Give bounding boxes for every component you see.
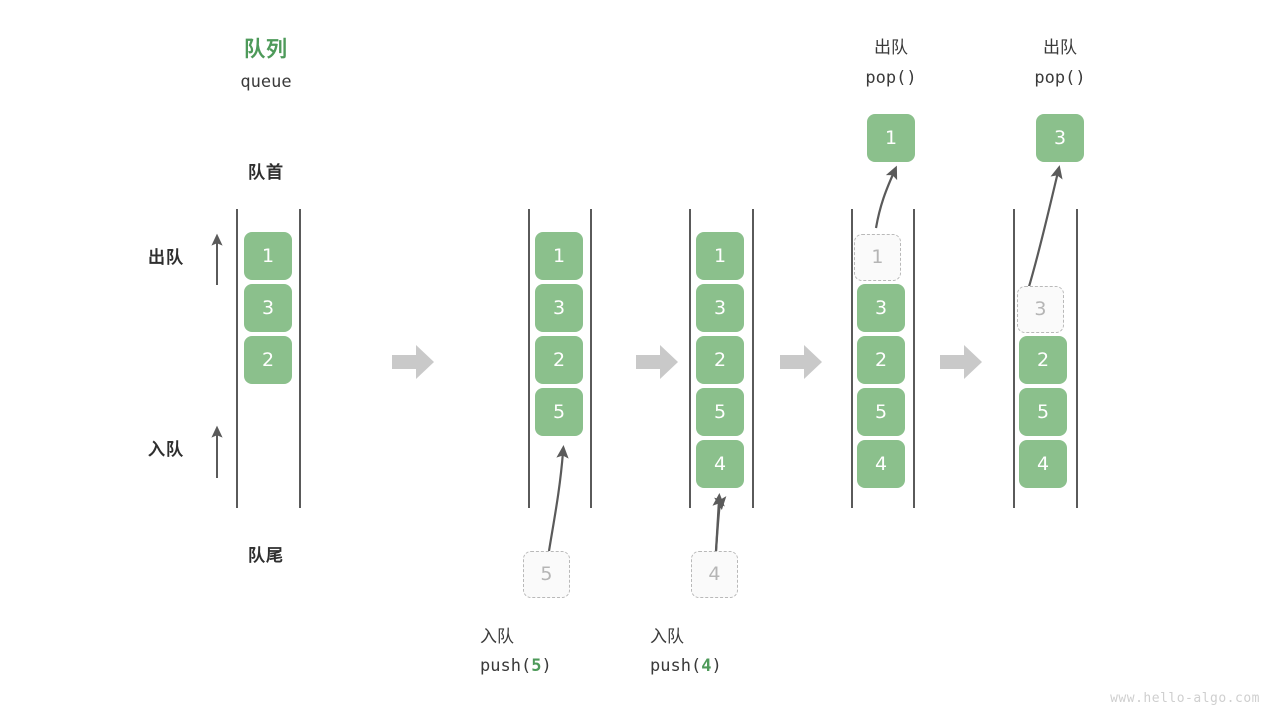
page-subtitle: queue xyxy=(240,72,292,92)
watermark: www.hello-algo.com xyxy=(1110,691,1260,706)
push-4-arrow xyxy=(712,492,727,552)
operation-label-cn: 入队 xyxy=(650,627,684,646)
queue-cell: 5 xyxy=(857,388,905,436)
op-code-prefix: push( xyxy=(480,656,532,676)
queue-cell: 1 xyxy=(696,232,744,280)
queue-rail-right xyxy=(299,209,301,508)
enqueue-direction-label: 入队 xyxy=(148,440,184,459)
operation-label-cn: 出队 xyxy=(874,38,908,57)
op-code-value: 5 xyxy=(531,656,542,676)
operation-label-cn: 出队 xyxy=(1043,38,1077,57)
popped-value-cell: 1 xyxy=(867,114,915,162)
pop-3-arrow xyxy=(1026,165,1063,291)
queue-cell: 4 xyxy=(857,440,905,488)
queue-cell: 2 xyxy=(1019,336,1067,384)
op-code-value: 4 xyxy=(701,656,712,676)
op-code-prefix: push( xyxy=(650,656,702,676)
queue-cell: 3 xyxy=(535,284,583,332)
queue-cell: 2 xyxy=(244,336,292,384)
queue-tail-label: 队尾 xyxy=(248,546,284,565)
flow-arrow-2 xyxy=(634,342,680,382)
queue-cell: 2 xyxy=(696,336,744,384)
op-code-suffix: ) xyxy=(711,656,722,676)
operation-code: pop() xyxy=(865,68,917,88)
operation-label-cn: 入队 xyxy=(480,627,514,646)
op-code-suffix: ) xyxy=(541,656,552,676)
queue-cell: 2 xyxy=(535,336,583,384)
queue-cell: 4 xyxy=(1019,440,1067,488)
queue-rail-right xyxy=(1076,209,1078,508)
queue-cell: 5 xyxy=(696,388,744,436)
operation-code: pop() xyxy=(1034,68,1086,88)
queue-cell: 3 xyxy=(696,284,744,332)
queue-cell: 1 xyxy=(535,232,583,280)
page-title: 队列 xyxy=(244,38,288,61)
queue-rail-left xyxy=(689,209,691,508)
operation-code: push(4) xyxy=(650,656,850,676)
queue-cell: 1 xyxy=(244,232,292,280)
queue-cell-new: 4 xyxy=(696,440,744,488)
queue-rail-left xyxy=(851,209,853,508)
queue-rail-right xyxy=(590,209,592,508)
queue-rail-left xyxy=(236,209,238,508)
queue-cell: 5 xyxy=(1019,388,1067,436)
queue-cell: 2 xyxy=(857,336,905,384)
queue-rail-left xyxy=(528,209,530,508)
queue-rail-left xyxy=(1013,209,1015,508)
flow-arrow-3 xyxy=(778,342,824,382)
queue-cell-ghost: 3 xyxy=(1017,286,1064,333)
flow-arrow-4 xyxy=(938,342,984,382)
queue-rail-right xyxy=(913,209,915,508)
queue-cell-new: 5 xyxy=(535,388,583,436)
popped-value-cell: 3 xyxy=(1036,114,1084,162)
pop-1-arrow xyxy=(874,165,898,229)
queue-head-label: 队首 xyxy=(248,163,284,182)
queue-cell: 3 xyxy=(244,284,292,332)
queue-cell-ghost: 1 xyxy=(854,234,901,281)
flow-arrow-1 xyxy=(390,342,436,382)
queue-rail-right xyxy=(752,209,754,508)
push-5-arrow xyxy=(547,444,569,552)
incoming-ghost-cell: 5 xyxy=(523,551,570,598)
queue-cell: 3 xyxy=(857,284,905,332)
operation-code: push(5) xyxy=(480,656,680,676)
dequeue-direction-label: 出队 xyxy=(148,248,184,267)
incoming-ghost-cell: 4 xyxy=(691,551,738,598)
